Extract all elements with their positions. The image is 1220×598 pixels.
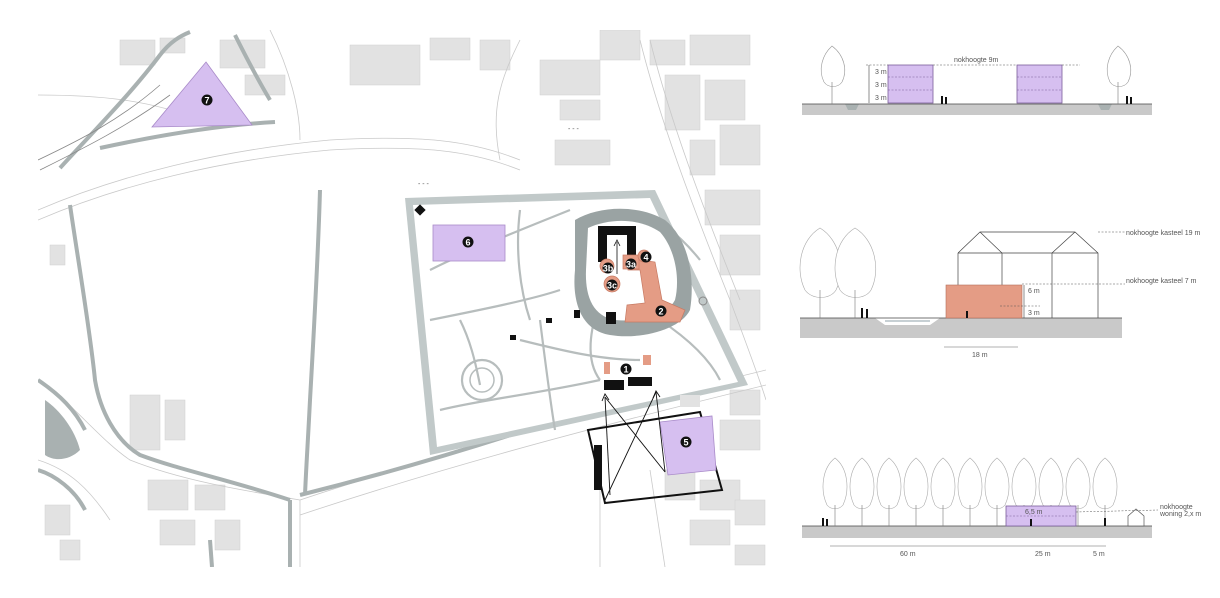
canals [38,30,601,567]
annex-volume [945,284,1023,319]
person-icon [822,518,1106,526]
section-top: 3 m 3 m 3 m nokhoogte 9m [802,45,1152,115]
tree-icon [1065,457,1091,526]
height-label: 6,5 m [1025,509,1043,516]
svg-text:- - -: - - - [418,181,430,188]
marker-label: 4 [643,253,648,263]
tree-icon [903,457,929,526]
tree-icon [834,227,877,318]
floor-height-label: 3 m [875,95,887,102]
svg-text:- - -: - - - [568,126,580,133]
marker-label: 3c [607,281,617,291]
urban-blocks [44,30,766,566]
building-volume [1016,64,1063,104]
marker-m5: 5 [680,436,692,448]
marker-m2: 2 [655,305,667,317]
marker-m7: 7 [201,94,213,106]
marker-label: 3a [626,260,637,270]
dim-label: 6 m [1028,288,1040,295]
house-icon [1127,508,1145,527]
tree-icon [822,457,848,526]
person-icon [941,96,1132,104]
ridge-height-label: nokhoogte 9m [954,57,999,64]
site-map: - - - - - - 1 2 3a 3b 3c 4 5 6 7 [38,30,766,567]
tree-icon [930,457,956,526]
marker-m6: 6 [462,236,474,248]
section-bottom: 6,5 m nokhoogte woning 2,x m 60 m 25 m 5… [802,457,1201,558]
side-label: nokhoogte [1160,504,1193,511]
floor-height-label: 3 m [875,82,887,89]
marker-label: 3b [603,264,614,274]
edge-lines [38,84,171,171]
marker-m3b: 3b [602,262,614,274]
marker-m1: 1 [620,363,632,375]
tree-row [822,457,1118,526]
dim-label: 3 m [1028,310,1040,317]
marker-label: 7 [204,96,209,106]
marker-m3c: 3c [606,279,618,291]
marker-label: 6 [465,238,470,248]
tree-icon [876,457,902,526]
tree-icon [799,227,842,318]
tree-icon [849,457,875,526]
ground [802,526,1152,538]
section-middle: nokhoogte kasteel 19 m nokhoogte kasteel… [799,227,1200,359]
side-label: woning 2,x m [1159,511,1201,518]
ground [800,318,1122,338]
building-volume [887,64,934,104]
dim-label: 5 m [1093,551,1105,558]
marker-label: 1 [623,365,628,375]
marker-m3a: 3a [625,258,637,270]
marker-label: 2 [658,307,663,317]
lot-7 [151,61,253,128]
castle-ridge-label: nokhoogte kasteel 19 m [1126,230,1200,237]
tree-icon [957,457,983,526]
person-icon [861,308,968,318]
dim-label: 25 m [1035,551,1051,558]
tree-icon [1106,45,1131,104]
dim-label: 60 m [900,551,916,558]
marker-label: 5 [683,438,688,448]
floor-height-label: 3 m [875,69,887,76]
width-label: 18 m [972,352,988,359]
marker-m4: 4 [640,251,652,263]
canal-basin [45,400,80,460]
map-markers: 1 2 3a 3b 3c 4 5 6 7 [201,94,692,448]
tree-icon [820,45,845,104]
tree-icon [984,457,1010,526]
tree-icon [1092,457,1118,526]
annex-ridge-label: nokhoogte kasteel 7 m [1126,278,1197,285]
ground [802,104,1152,115]
